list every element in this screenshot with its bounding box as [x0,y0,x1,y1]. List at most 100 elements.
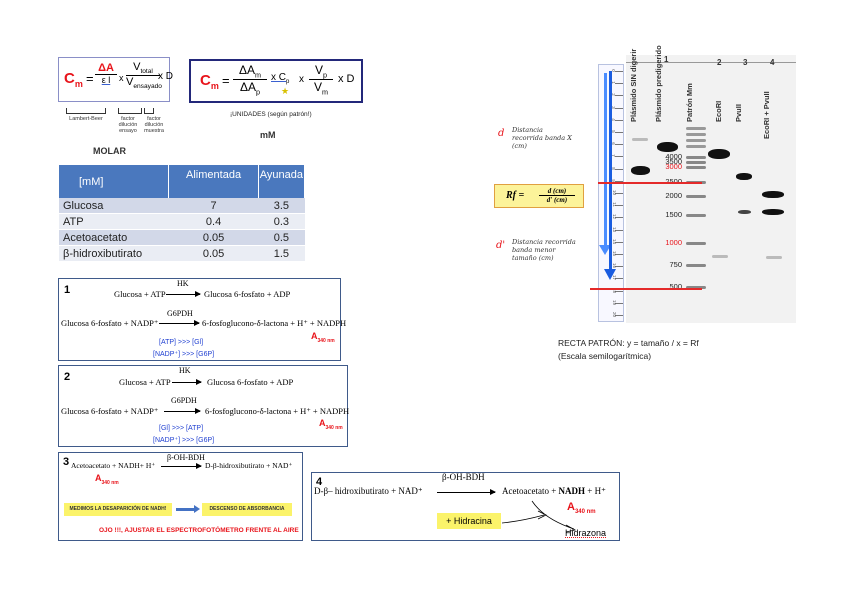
marker-band [686,166,706,169]
ruler-tick [615,71,623,72]
right-arrow-icon [176,508,196,511]
d-prime-description: Distancia recorrida banda menor tamaño (… [512,238,576,262]
header-unit: [mM] [59,165,170,198]
lane-number: 3 [743,58,748,67]
highlight-absorbance-decrease: DESCENSO DE ABSORBANCIA [202,503,292,516]
reaction-left: Glucosa + ATP [119,377,171,387]
enzyme-hk: HK [177,279,189,288]
d-prime-symbol: d' [496,240,506,251]
ruler-tick [615,144,623,146]
reaction-arrow [172,379,202,385]
ruler-tick [615,83,623,85]
standard-concentration: x Cp [271,72,290,85]
gel-band [762,191,784,198]
reaction-box-1: 1 HK Glucosa + ATP Glucosa 6-fosfato + A… [58,278,346,361]
lane-label: Plásmido predigerido [654,45,663,122]
dilution-factor-2: x D [338,73,355,85]
reaction-right: Glucosa 6-fosfato + ADP [204,289,291,299]
reaction-right: Acetoacetato + NADH + H⁺ [502,486,606,496]
ruler-tick [615,180,623,182]
units-note: ¡UNIDADES (según patrón!) [230,111,312,118]
gel-band [631,166,650,175]
gel-band [712,255,728,258]
ruler-tick [615,205,623,207]
marker-band [686,286,706,289]
marker-size-label: 750 [669,260,682,269]
marker-band [686,214,706,217]
marker-band [686,195,706,198]
standard-formula-box: Cm = ΔAm ΔAp x Cp ★ x Vp Vm x D [189,59,363,103]
standard-curve-caption: RECTA PATRÓN: y = tamaño / x = Rf [558,338,699,348]
arrow-d-icon [599,245,611,255]
gel-band [762,209,784,215]
ruler-tick [615,302,623,304]
enzyme-hk: HK [179,366,191,375]
label-factor-ensayo: factor dilución ensayo [118,116,138,134]
ruler-tick [615,315,623,316]
ruler-label: 10 [612,189,618,196]
marker-band [686,264,706,267]
ruler-tick [615,95,623,97]
ruler-tick [615,168,623,170]
times-sign-2: x [299,74,304,85]
ruler-tick [615,132,623,133]
enzyme-g6pdh: G6PDH [171,396,197,405]
reaction-right: Glucosa 6-fosfato + ADP [207,377,294,387]
reaction-arrow [159,320,200,326]
ruler-label: 20 [612,311,618,318]
reaction-box-3: 3 β-OH-BDH Acetoacetato + NADH+ H⁺ D-β-h… [58,452,303,541]
d-description: Distancia recorrida banda X (cm) [512,126,572,150]
volume-fraction: Vtotal Vensayado [126,61,162,91]
ruler-tick [615,119,623,121]
marker-size-label: 3000 [665,162,682,171]
arrow-d-shaft [604,73,607,249]
reaction-left: Glucosa + ATP [114,289,166,299]
absorbance-label: A340 nm [95,473,119,486]
gel-band [657,142,678,152]
dilution-factor: x D [158,71,173,82]
condition-note: [ATP] >>> [Gl] [159,339,204,346]
equals-sign-2: = [222,73,230,88]
label-factor-muestra: factor dilución muestra [144,116,164,134]
lane-label: EcoRI [714,100,723,122]
table-header-row: [mM] Alimentada Ayunada [59,165,306,198]
mm-label: mM [260,130,276,140]
cm-symbol-2: Cm [200,72,219,91]
absorbance-label: A340 nm [311,331,335,344]
marker-band [686,133,706,136]
reaction-arrow [164,408,201,414]
absorbance-ratio: ΔAm ΔAp [233,63,267,97]
marker-band [686,242,706,245]
reaction-number: 3 [63,456,70,468]
marker-size-label: 500 [669,282,682,291]
marker-size-label: 1000 [665,238,682,247]
reaction-box-2: 2 HK Glucosa + ATP Glucosa 6-fosfato + A… [58,365,349,447]
reaction-right: D-β-hidroxibutirato + NAD⁺ [205,461,293,470]
brace-dilucion-muestra [144,108,154,114]
delta-a: ΔA [95,62,117,75]
ruler-tick [615,229,623,231]
marker-band [686,156,706,159]
ruler-tick [615,107,623,109]
highlight-nadh-disappearance: MEDIMOS LA DESAPARICIÓN DE NADH! [64,503,172,516]
header-alimentada: Alimentada [168,165,259,198]
enzyme-bdh: β-OH-BDH [442,472,485,482]
ruler-tick [615,254,623,255]
lane-number: 4 [770,58,775,67]
rf-symbol: Rf = [506,190,525,201]
reaction-number: 2 [64,371,71,383]
ruler-label: 13 [612,226,618,232]
reaction-left: D-β– hidroxibutirato + NAD⁺ [314,486,423,496]
marker-band [686,139,706,142]
brace-dilucion-ensayo [118,108,142,114]
d-symbol: d [498,128,505,139]
arrow-d-prime-icon [604,269,616,280]
reaction-arrow [166,291,201,297]
hydrazine-reagent: + Hidracina [437,513,501,529]
ruler-label: 15 [612,250,618,257]
